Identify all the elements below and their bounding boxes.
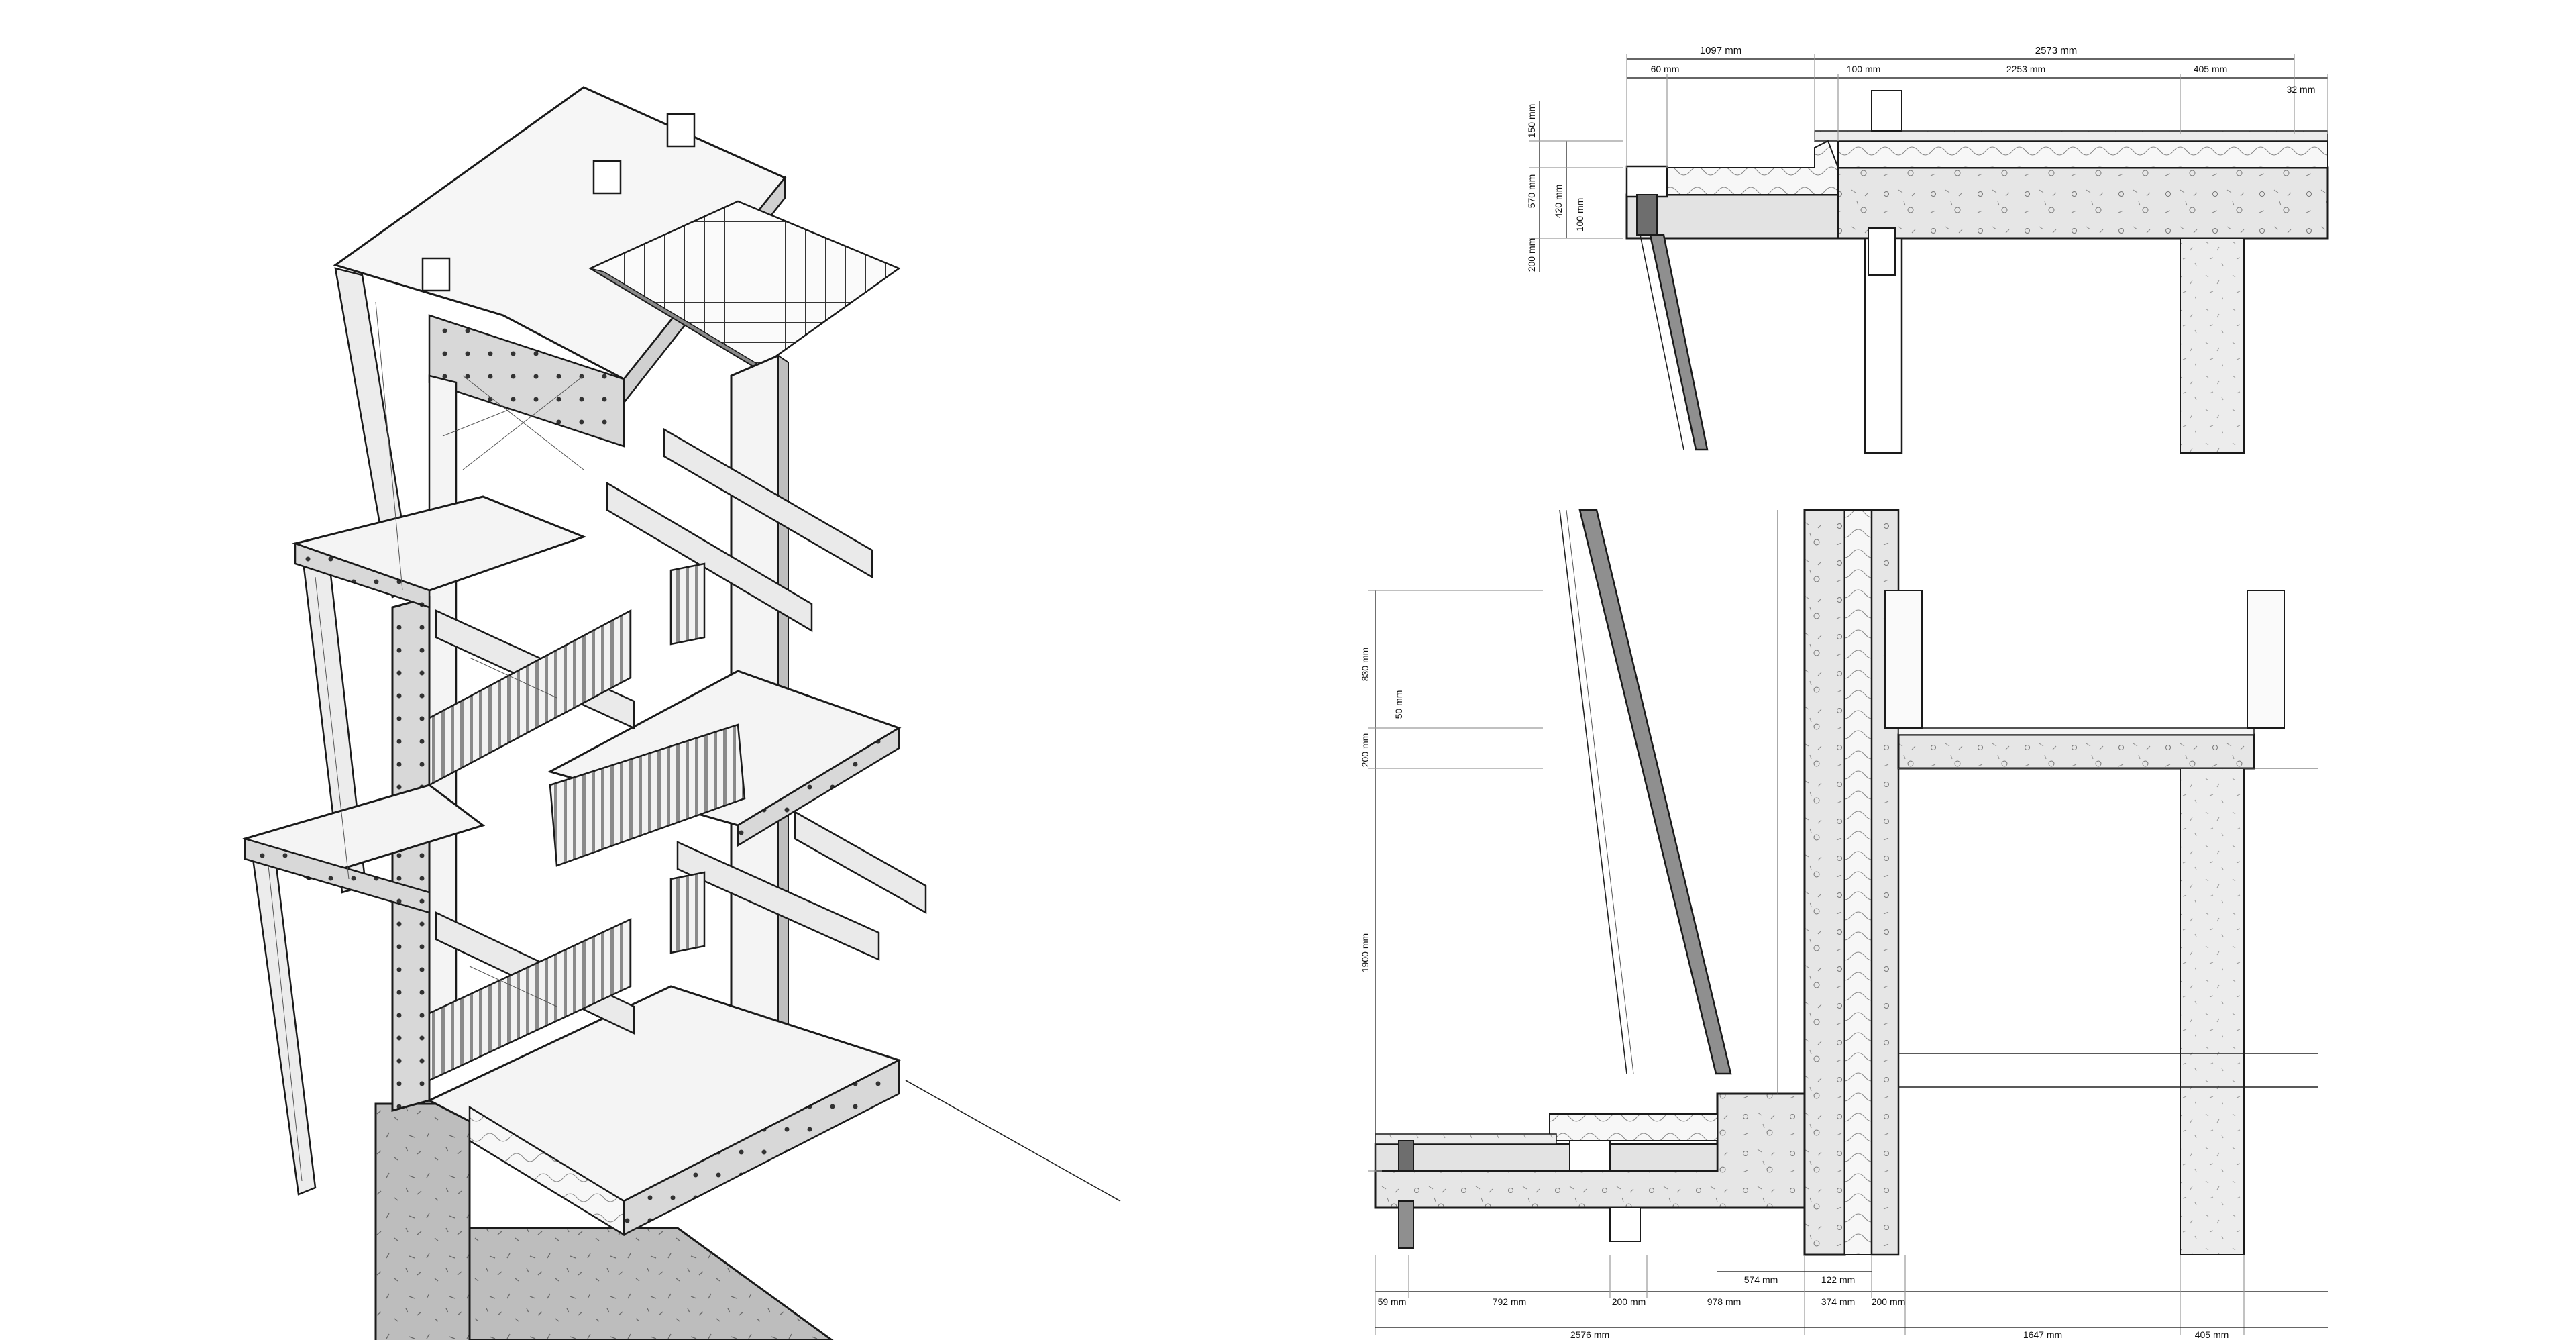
beam-low-2 (794, 810, 927, 915)
railing-lower (428, 918, 632, 1082)
floor-dim-200-h2: 200 mm (1872, 1296, 1906, 1307)
floor-dim-574: 574 mm (1744, 1274, 1778, 1285)
roof-dim-570: 570 mm (1526, 174, 1537, 209)
bracing-lines (268, 301, 584, 1182)
floor-dim-200: 200 mm (1360, 733, 1371, 768)
beam-upper-1 (663, 427, 873, 579)
beam-upper-2 (606, 481, 813, 633)
floor-wall-concrete (1803, 509, 1846, 1256)
roof-insulation-layer (1837, 140, 2328, 168)
lower-connector (1609, 1207, 1641, 1242)
facade-post-perforated (391, 596, 431, 1112)
roof-edge-block (1625, 165, 1668, 198)
floor-dim-405: 405 mm (2195, 1329, 2229, 1340)
foundation-wall (374, 1102, 471, 1340)
roof-dim-100-vert: 100 mm (1574, 198, 1585, 232)
railing-post-upper (669, 562, 706, 646)
roof-section-facade (1649, 234, 1709, 451)
floor-dim-50: 50 mm (1393, 690, 1404, 719)
lower-edge-steel (1398, 1140, 1414, 1172)
lower-floor-topping (1374, 1143, 1719, 1172)
upper-railing-left (1884, 590, 1923, 729)
facade-post-lower (250, 847, 317, 1196)
low-slab-edge (244, 837, 431, 914)
beam-mid-2 (676, 841, 880, 961)
floor-dim-59: 59 mm (1378, 1296, 1407, 1307)
railing-stair (549, 723, 746, 867)
lower-edge-block (1569, 1140, 1611, 1172)
railing-upper (428, 609, 632, 787)
floor-section-facade (1578, 509, 1732, 1075)
floor-dim-374: 374 mm (1821, 1296, 1856, 1307)
floor-section-glass-2 (1566, 509, 1634, 1074)
ground-line (905, 1080, 1121, 1202)
lower-facade-foot (1398, 1200, 1414, 1249)
roof-section-wall (2180, 238, 2245, 454)
upper-floor-finish (1898, 727, 2255, 735)
roof-dim-60: 60 mm (1651, 64, 1680, 74)
roof-dim-200: 200 mm (1526, 238, 1537, 272)
ground-slab-insulation (468, 1105, 625, 1237)
floor-section-detail: 830 mm 50 mm 200 mm 1900 mm 59 mm 792 mm… (1360, 509, 2328, 1340)
roof-vent-3 (421, 257, 451, 292)
floor-dim-792: 792 mm (1493, 1296, 1527, 1307)
roof-canopy-slab (1625, 193, 1839, 240)
floor-section-glass (1559, 509, 1627, 1074)
roof-steel-connector (1868, 227, 1896, 276)
roof-edge-steel (1636, 194, 1658, 236)
roof-dim-405: 405 mm (2194, 64, 2228, 74)
axonometric-view (242, 86, 1121, 1340)
roof-dim-2253: 2253 mm (2006, 64, 2045, 74)
lower-floor-insulation (1549, 1113, 1718, 1141)
floor-dim-830: 830 mm (1360, 648, 1371, 682)
floor-dim-200-h: 200 mm (1612, 1296, 1646, 1307)
roof-vent-2 (592, 160, 622, 195)
floor-column (2180, 768, 2245, 1255)
roof-vent-1 (666, 113, 696, 148)
roof-section-detail: 1097 mm 2573 mm 60 mm 100 mm 2253 mm 405… (1526, 45, 2329, 454)
roof-dim-420: 420 mm (1553, 185, 1564, 219)
floor-wall-insulation (1844, 509, 1872, 1255)
roof-upstand (1871, 90, 1902, 132)
floor-dim-1647: 1647 mm (2023, 1329, 2062, 1340)
roof-section-glass (1640, 234, 1684, 450)
roof-dim-1097: 1097 mm (1700, 45, 1742, 56)
roof-dim-2573: 2573 mm (2035, 45, 2078, 56)
railing-post-lower (669, 871, 706, 954)
roof-dim-150: 150 mm (1526, 104, 1537, 138)
floor-dim-122: 122 mm (1821, 1274, 1856, 1285)
roof-dim-32: 32 mm (2287, 84, 2316, 95)
upper-floor-slab (1897, 733, 2255, 770)
roof-gravel-layer (1814, 130, 2328, 142)
roof-slab-side-perforated (428, 314, 625, 448)
roof-dim-100: 100 mm (1847, 64, 1881, 74)
mid-slab-edge (294, 542, 431, 609)
mid-slab-right-edge (737, 726, 900, 847)
floor-dim-1900: 1900 mm (1360, 933, 1371, 972)
roof-concrete-slab (1837, 166, 2329, 240)
upper-railing-right (2247, 590, 2285, 729)
foundation-footing (468, 1227, 834, 1340)
floor-dim-978: 978 mm (1707, 1296, 1741, 1307)
floor-dim-2576: 2576 mm (1570, 1329, 1609, 1340)
